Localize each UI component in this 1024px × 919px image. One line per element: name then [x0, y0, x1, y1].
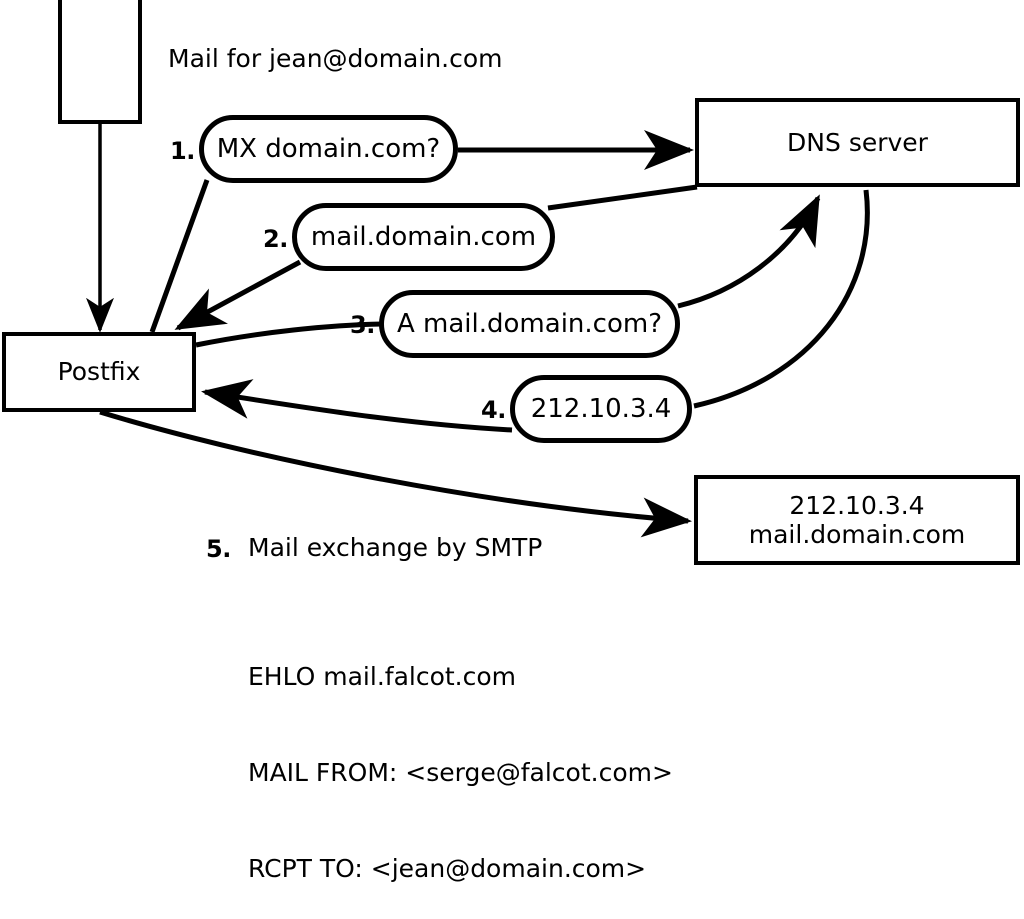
sender-client-box — [58, 0, 142, 124]
arrow-postfix-to-mailserver — [99, 409, 692, 538]
arrow-bubble3-to-dns — [677, 194, 821, 309]
bubble-step-4: 212.10.3.4 — [510, 375, 692, 443]
line-dns-to-bubble2 — [547, 184, 698, 211]
smtp-line: RCPT TO: <jean@domain.com> — [248, 854, 647, 883]
step-5-label: Mail exchange by SMTP — [248, 533, 543, 562]
step-number-4: 4. — [481, 396, 506, 424]
bubble-step-1: MX domain.com? — [199, 115, 458, 183]
smtp-line: EHLO mail.falcot.com — [248, 662, 517, 691]
bubble-step-2: mail.domain.com — [292, 203, 555, 271]
line-postfix-to-bubble3 — [195, 321, 383, 348]
bubble-step-3: A mail.domain.com? — [379, 290, 680, 358]
postfix-label: Postfix — [57, 357, 141, 387]
smtp-transcript: EHLO mail.falcot.com MAIL FROM: <serge@f… — [248, 597, 673, 919]
arrow-bubble4-to-postfix — [201, 379, 513, 433]
bubble-step-3-label: A mail.domain.com? — [397, 309, 662, 339]
mail-server-box: 212.10.3.4 mail.domain.com — [694, 475, 1020, 565]
dns-server-box: DNS server — [695, 98, 1020, 187]
step-number-3: 3. — [350, 311, 375, 339]
line-postfix-to-bubble1 — [149, 179, 210, 333]
page-title: Mail for jean@domain.com — [168, 44, 503, 73]
step-number-2: 2. — [263, 225, 288, 253]
mail-server-label: 212.10.3.4 mail.domain.com — [748, 490, 966, 550]
bubble-step-1-label: MX domain.com? — [216, 134, 441, 164]
smtp-line: MAIL FROM: <serge@falcot.com> — [248, 758, 673, 787]
postfix-box: Postfix — [2, 332, 196, 412]
step-number-1: 1. — [170, 137, 195, 165]
dns-server-label: DNS server — [787, 127, 928, 157]
step-number-5: 5. — [206, 535, 231, 563]
arrow-bubble2-to-postfix — [174, 259, 302, 331]
bubble-step-4-label: 212.10.3.4 — [530, 394, 672, 424]
line-dns-to-bubble4 — [693, 189, 870, 409]
bubble-step-2-label: mail.domain.com — [310, 222, 537, 252]
